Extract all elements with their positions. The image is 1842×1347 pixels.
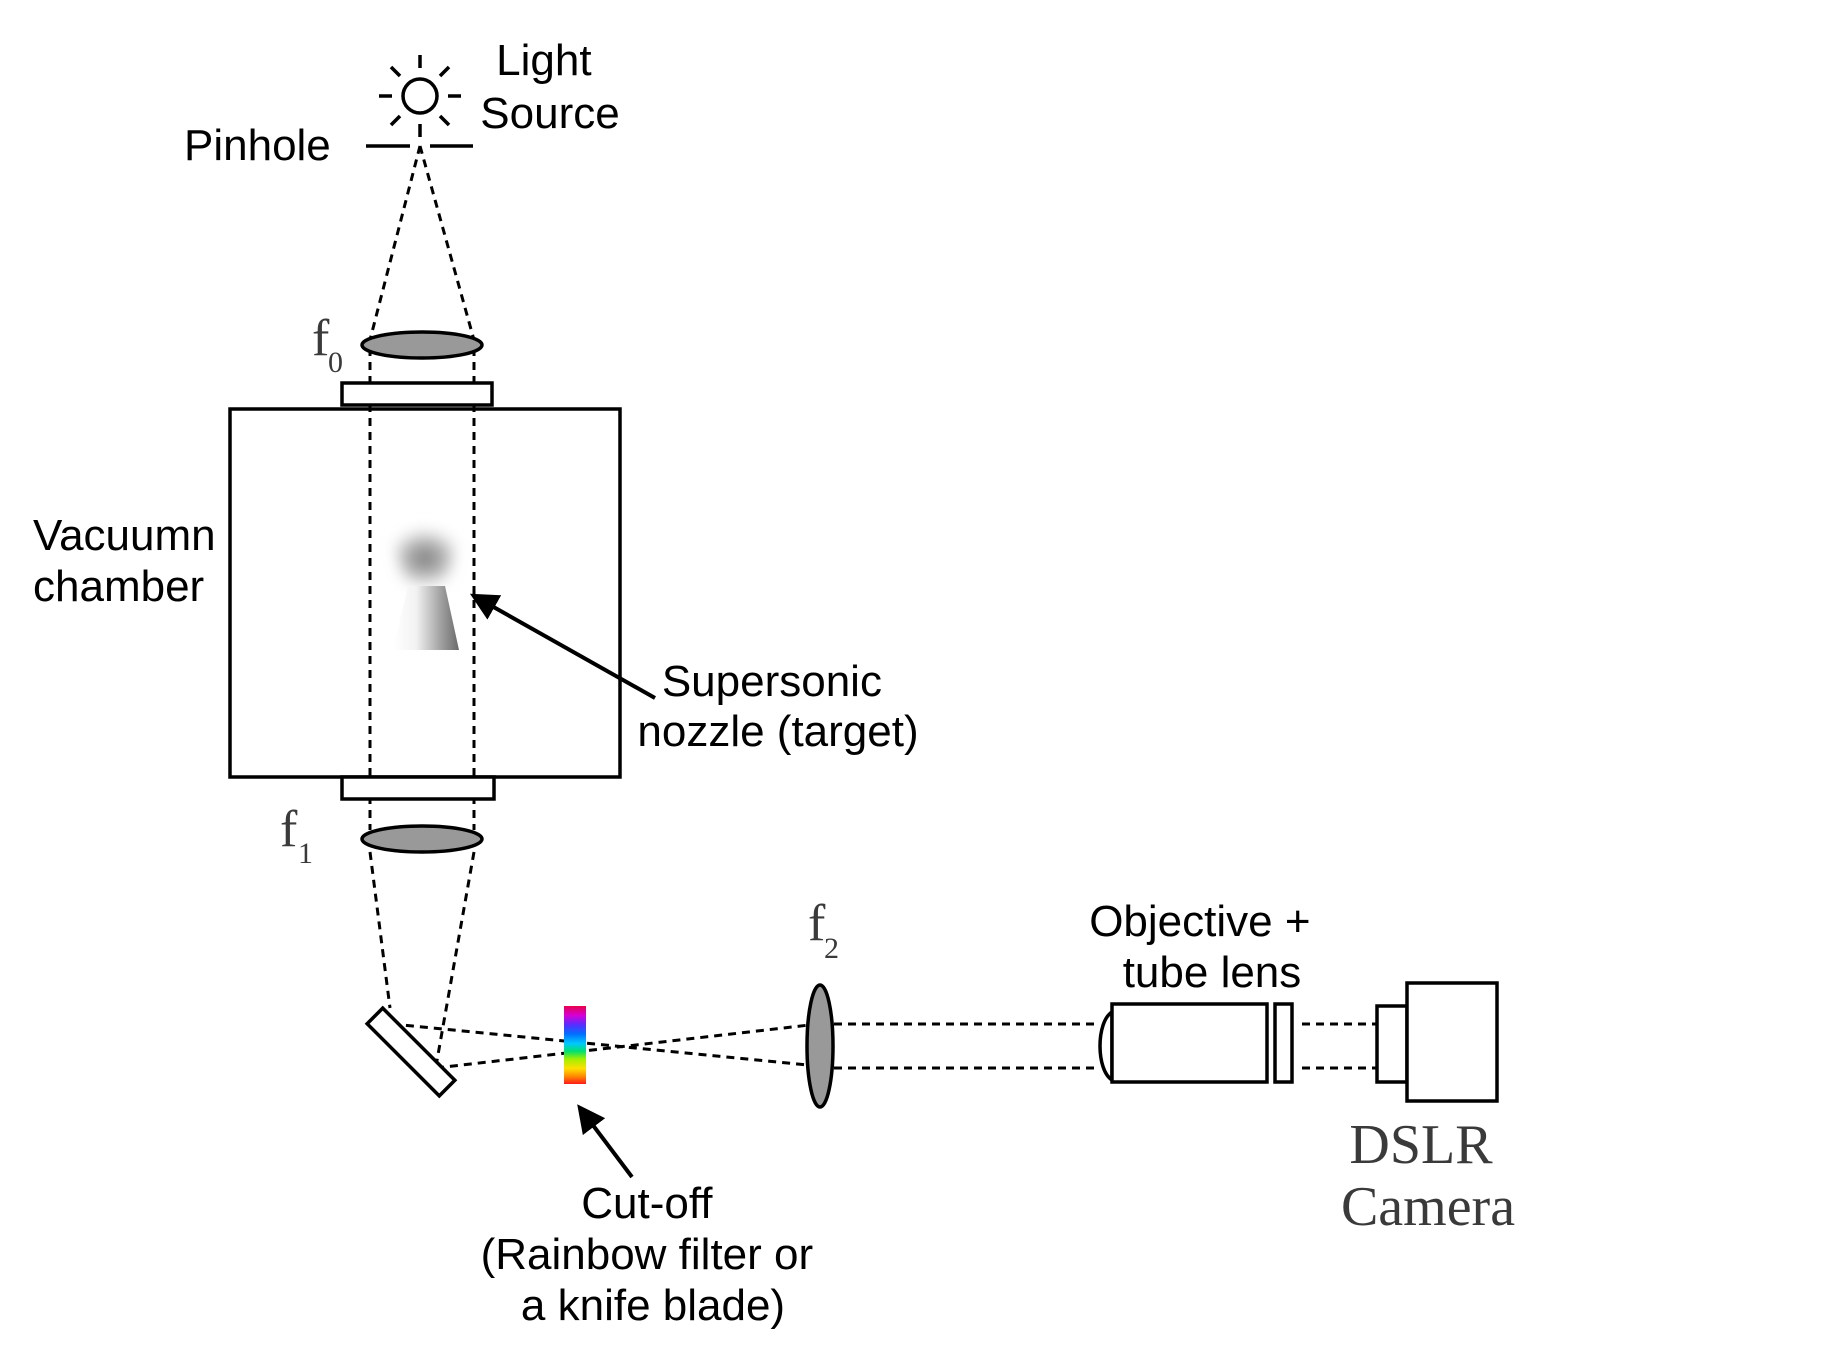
cutoff-arrow	[577, 1104, 634, 1179]
pinhole-label: Pinhole	[184, 121, 331, 170]
chamber-window-bottom	[340, 775, 496, 801]
light-source-label-line1: Light	[496, 36, 591, 85]
lens-f1	[360, 824, 484, 854]
nozzle-label: Supersonic nozzle (target)	[637, 657, 918, 756]
objective-tube-lens	[1098, 1002, 1294, 1084]
dslr-camera	[1375, 981, 1499, 1103]
cutoff-label: Cut-off (Rainbow filter or a knife blade…	[481, 1179, 826, 1330]
sun-icon	[379, 55, 461, 137]
lens-f2-label: f 2	[808, 895, 839, 965]
light-source-label: Light Source	[480, 36, 619, 138]
camera-label: DSLR Camera	[1341, 1114, 1515, 1238]
optical-rays	[368, 145, 1382, 1070]
light-source-label-line2: Source	[480, 89, 619, 138]
chamber-window-top	[340, 381, 494, 407]
lens-f1-label: f 1	[280, 801, 313, 870]
lens-f0	[360, 330, 484, 360]
lens-f0-label: f 0	[312, 310, 343, 379]
fold-mirror	[364, 1005, 458, 1099]
nozzle-cone-icon	[388, 524, 462, 650]
nozzle-arrow	[469, 593, 656, 700]
lens-f2	[805, 983, 835, 1109]
vacuum-chamber-label: Vacuumn chamber	[33, 511, 228, 611]
rainbow-filter-icon	[564, 1006, 586, 1084]
objective-label: Objective + tube lens	[1089, 897, 1323, 997]
